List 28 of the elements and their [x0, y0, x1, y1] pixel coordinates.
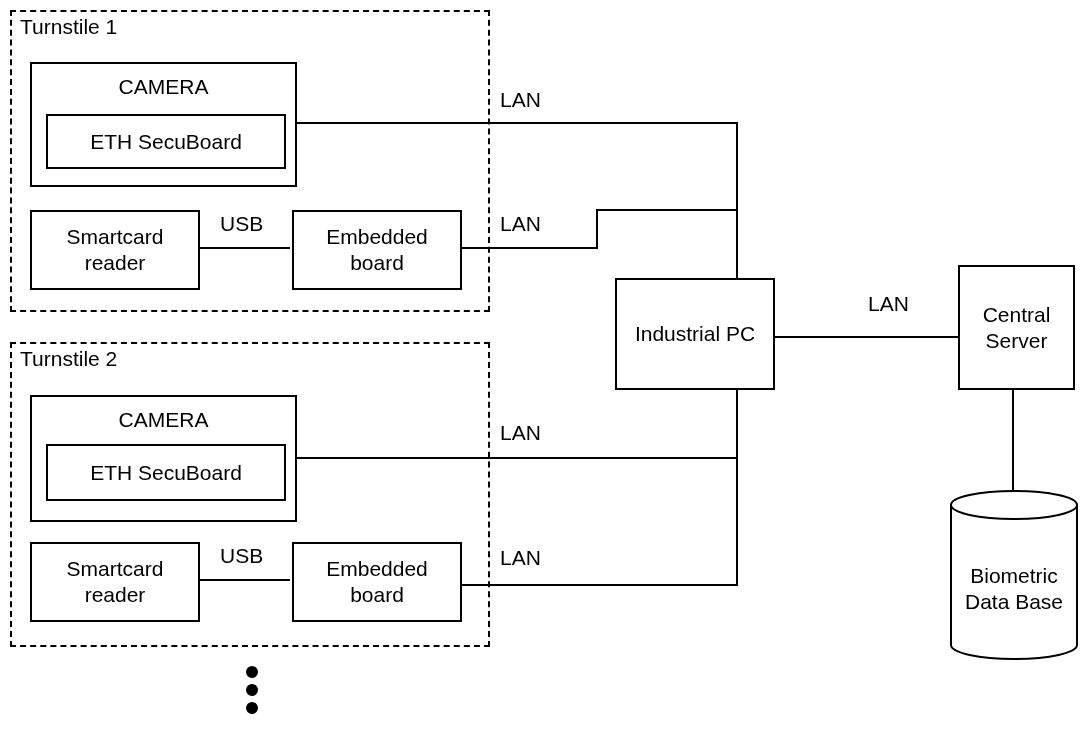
- node-label: Central Server: [981, 301, 1052, 354]
- node-label: ETH SecuBoard: [89, 128, 243, 155]
- process-box: [30, 542, 200, 622]
- component-title: CAMERA: [117, 74, 210, 100]
- database-cylinder: [950, 490, 1078, 660]
- connector-line: [1012, 389, 1014, 493]
- process-box: [292, 542, 462, 622]
- camera-box: [30, 395, 297, 522]
- node-label: Industrial PC: [633, 321, 757, 347]
- component-title: CAMERA: [117, 407, 210, 433]
- turnstile-group: [10, 342, 490, 647]
- node-label: Embedded board: [325, 224, 429, 276]
- node-label: ETH SecuBoard: [89, 459, 243, 486]
- process-box: [615, 278, 775, 390]
- process-box: [958, 265, 1075, 390]
- node-label: Embedded board: [325, 556, 429, 608]
- process-box: [46, 114, 286, 169]
- process-box: [46, 444, 286, 501]
- node-label: Biometric Data Base: [963, 562, 1065, 615]
- node-label: Smartcard reader: [65, 556, 165, 608]
- connector-line: [774, 336, 959, 338]
- node-label: Smartcard reader: [65, 224, 165, 276]
- group-title: Turnstile 1: [20, 14, 118, 40]
- camera-box: [30, 62, 297, 187]
- turnstile-group: [10, 10, 490, 312]
- process-box: [292, 210, 462, 290]
- process-box: [30, 210, 200, 290]
- group-title: Turnstile 2: [20, 346, 118, 372]
